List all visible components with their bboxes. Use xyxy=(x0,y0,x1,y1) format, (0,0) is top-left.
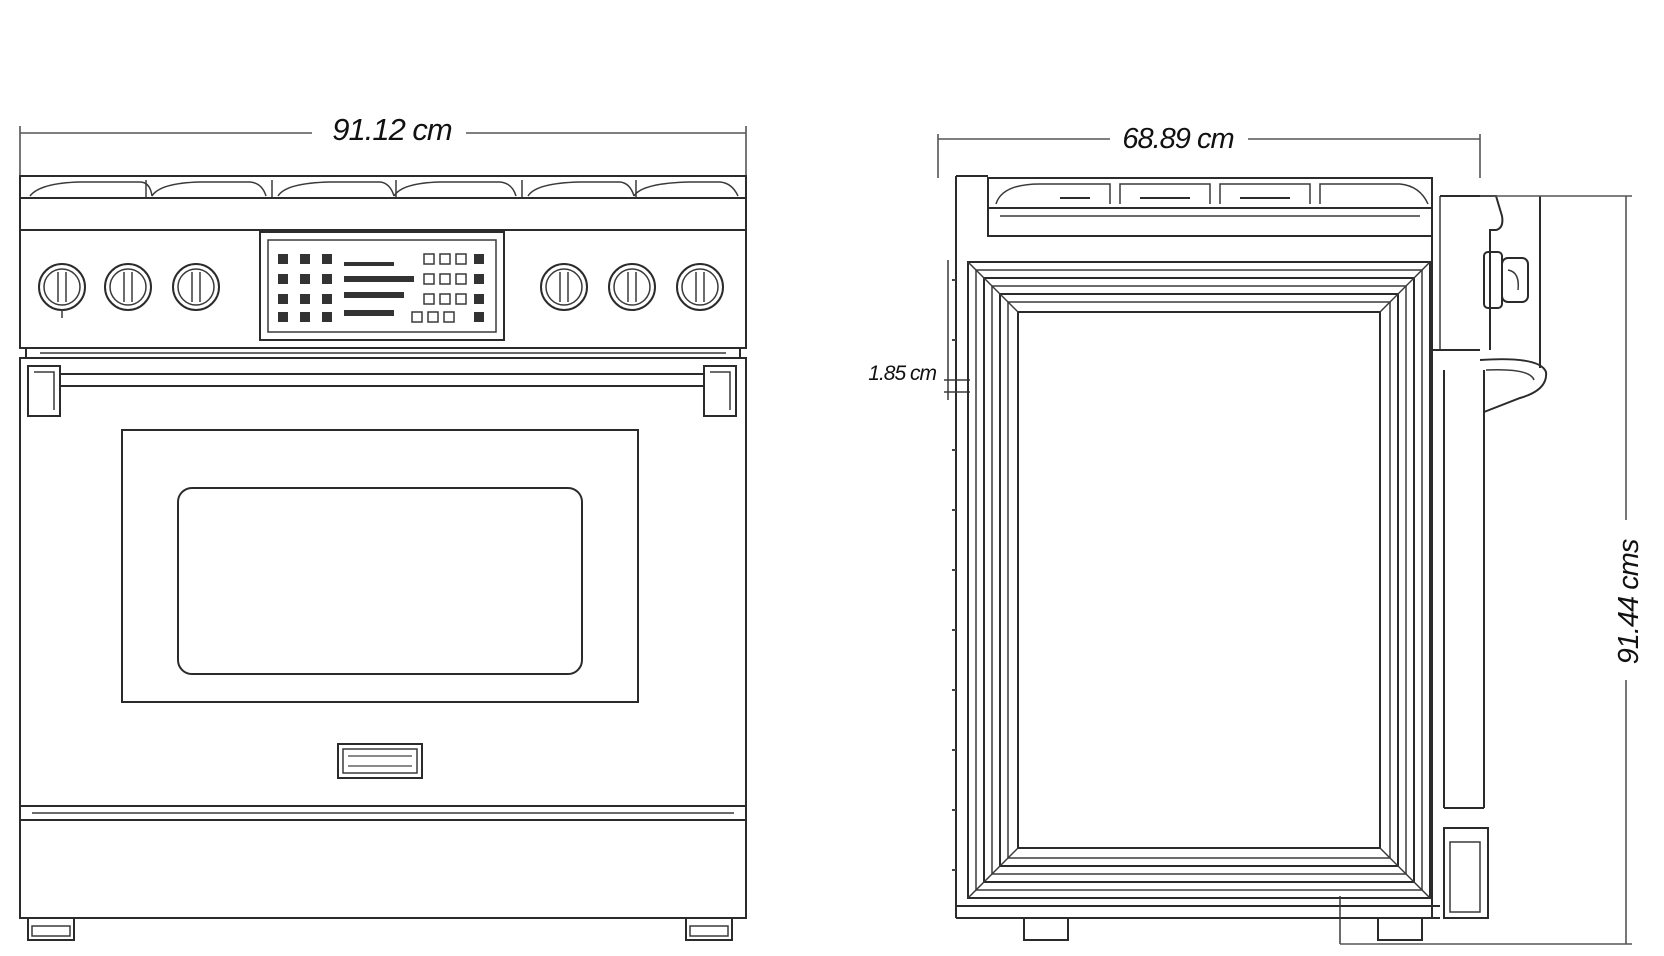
burner-grates xyxy=(19,175,747,199)
front-width-dimension: 91.12 cm xyxy=(19,112,747,175)
side-depth-dimension: 68.89 cm xyxy=(937,123,1481,178)
knob-icon xyxy=(172,263,220,311)
oven-window xyxy=(177,487,583,675)
side-height-dimension: 91.44 cms xyxy=(1340,195,1645,945)
side-body: 1.85 cm xyxy=(868,175,1440,944)
knob-icon xyxy=(104,263,152,311)
knob-icon xyxy=(676,263,724,311)
side-height-label: 91.44 cms xyxy=(1613,539,1645,664)
side-depth-label: 68.89 cm xyxy=(1122,123,1233,155)
oven-door xyxy=(19,357,747,807)
oven-display-keypad xyxy=(259,231,505,341)
front-width-label: 91.12 cm xyxy=(332,112,452,147)
side-view: 68.89 cm xyxy=(868,123,1645,945)
brand-badge xyxy=(337,743,423,779)
handle-profile-icon xyxy=(1479,196,1548,413)
range-base xyxy=(19,805,747,941)
side-door-window xyxy=(1017,311,1381,849)
control-panel xyxy=(19,229,747,349)
side-rear-profile xyxy=(1431,195,1548,919)
front-view: 91.12 cm xyxy=(19,112,747,941)
door-offset-label: 1.85 cm xyxy=(868,362,936,385)
knob-icon xyxy=(38,263,86,318)
knob-icon xyxy=(540,263,588,311)
knob-profile-icon xyxy=(1483,251,1529,309)
side-grates xyxy=(987,177,1433,237)
knob-icon xyxy=(608,263,656,311)
